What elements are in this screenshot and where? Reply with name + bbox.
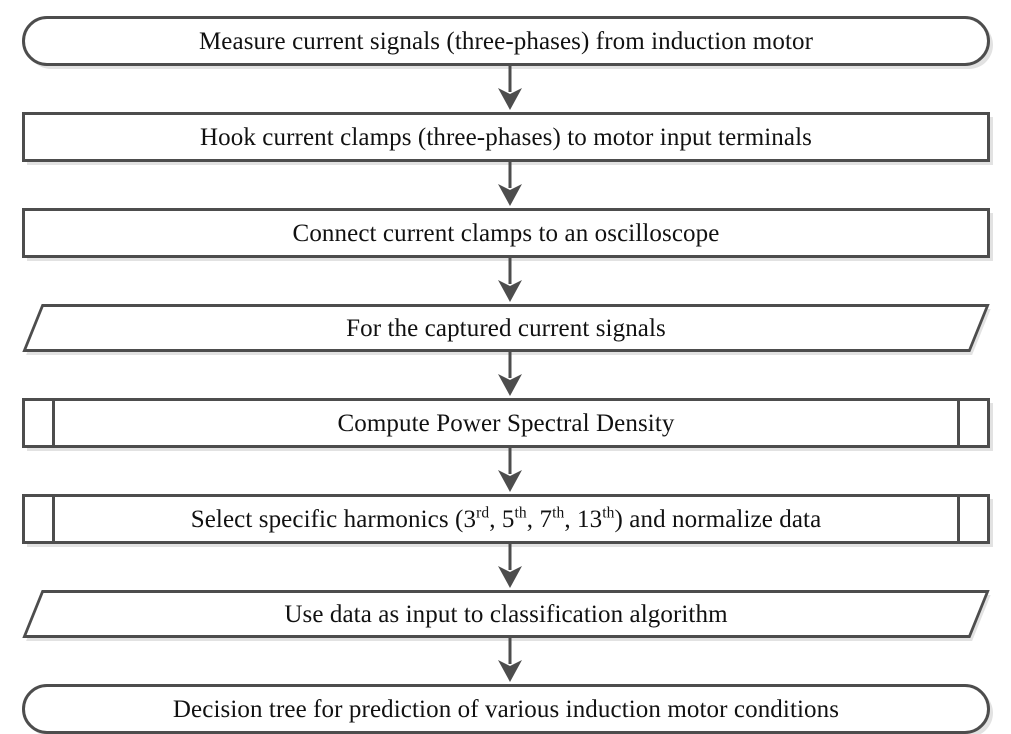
flow-node-label: For the captured current signals [346, 314, 666, 342]
flow-connector-arrow [490, 544, 530, 590]
flow-node-process-connect-oscilloscope[interactable]: Connect current clamps to an oscilloscop… [22, 208, 990, 258]
flow-connector-arrow [490, 448, 530, 494]
flow-node-predefined-select-harmonics[interactable]: Select specific harmonics (3rd, 5th, 7th… [22, 494, 990, 544]
flow-node-data-captured-signals[interactable]: For the captured current signals [22, 304, 990, 352]
flow-node-data-classification-input[interactable]: Use data as input to classification algo… [22, 590, 990, 638]
predefined-left-bar [52, 398, 55, 448]
flow-node-label: Measure current signals (three-phases) f… [198, 27, 814, 55]
flow-node-label: Use data as input to classification algo… [284, 600, 728, 628]
flow-connector-arrow [490, 352, 530, 398]
flow-connector-arrow [490, 258, 530, 304]
flow-node-label: Decision tree for prediction of various … [172, 695, 840, 723]
flow-node-label: Connect current clamps to an oscilloscop… [292, 219, 720, 247]
flow-connector-arrow [490, 162, 530, 208]
flow-node-label: Hook current clamps (three-phases) to mo… [200, 123, 812, 151]
flow-node-label: Compute Power Spectral Density [337, 409, 675, 437]
flow-connector-arrow [490, 638, 530, 684]
predefined-right-bar [957, 398, 960, 448]
flow-node-predefined-compute-psd[interactable]: Compute Power Spectral Density [22, 398, 990, 448]
flow-node-terminator-end[interactable]: Decision tree for prediction of various … [22, 684, 990, 734]
flow-connector-arrow [490, 66, 530, 112]
predefined-right-bar [957, 494, 960, 544]
flow-node-terminator-start[interactable]: Measure current signals (three-phases) f… [22, 16, 990, 66]
flow-node-label: Select specific harmonics (3rd, 5th, 7th… [190, 504, 822, 533]
flow-node-process-hook-clamps[interactable]: Hook current clamps (three-phases) to mo… [22, 112, 990, 162]
predefined-left-bar [52, 494, 55, 544]
